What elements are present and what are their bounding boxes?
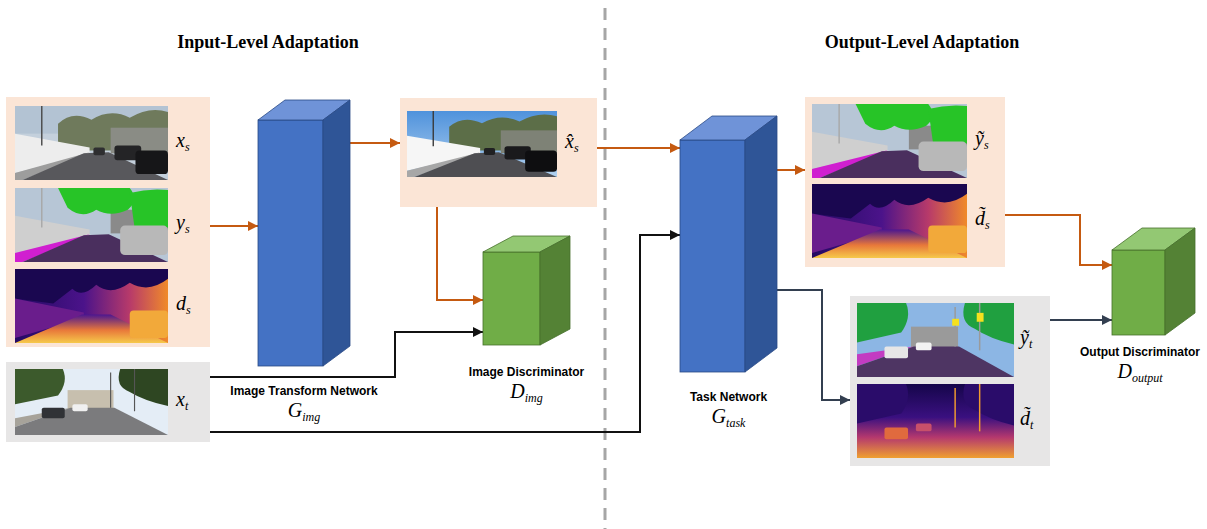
block-symbol: Gimg [230, 399, 377, 428]
image-panel: xt [6, 362, 210, 442]
section-heading: Input-Level Adaptation [177, 32, 359, 53]
section-heading: Output-Level Adaptation [825, 32, 1020, 53]
image-panel: xs ys ds [6, 97, 210, 347]
block-front [258, 120, 323, 366]
block-symbol: Gtask [690, 405, 767, 434]
depth-image [812, 184, 967, 258]
block-symbol: Dimg [469, 380, 584, 409]
flow-arrow [1005, 215, 1112, 265]
image-symbol: xt [176, 388, 188, 417]
flow-arrow [777, 169, 805, 171]
block-side [323, 100, 350, 366]
block-shape [258, 100, 350, 366]
block-front [680, 140, 745, 372]
image-symbol: d̃t [1020, 407, 1033, 436]
image-symbol: ys [176, 211, 190, 240]
block-caption: Image DiscriminatorDimg [469, 365, 584, 409]
block-side [745, 116, 777, 372]
source-image [15, 106, 168, 180]
flow-arrow [350, 142, 400, 144]
image-symbol: xs [176, 129, 190, 158]
block-caption: Image Transform NetworkGimg [230, 384, 377, 428]
network-block: Image DiscriminatorDimg [483, 236, 570, 345]
block-front [1112, 250, 1165, 335]
block-label: Image Discriminator [469, 365, 584, 380]
image-symbol: x̂s [565, 130, 579, 159]
block-shape [483, 236, 570, 345]
panel-ground [805, 97, 1005, 267]
flow-arrow [210, 225, 258, 227]
panel-ground [850, 296, 1050, 466]
block-side [1165, 228, 1195, 335]
transformed-image [407, 111, 557, 177]
segmentation-image [857, 303, 1014, 377]
network-block: Task NetworkGtask [680, 116, 777, 372]
depth-image [857, 384, 1014, 458]
target-image [15, 369, 168, 435]
block-shape [680, 116, 777, 372]
flow-arrow [597, 147, 680, 149]
image-symbol: ds [176, 292, 191, 321]
block-caption: Task NetworkGtask [690, 390, 767, 434]
network-block: Output DiscriminatorDoutput [1112, 228, 1195, 335]
panel-ground [400, 98, 597, 207]
segmentation-image [812, 104, 967, 178]
block-label: Output Discriminator [1080, 345, 1200, 360]
divider-line [604, 8, 607, 529]
flow-arrow [777, 290, 850, 400]
segmentation-image [15, 188, 168, 262]
depth-image [15, 269, 168, 343]
image-panel: ỹt d̃t [850, 296, 1050, 466]
image-symbol: ỹt [1020, 326, 1032, 355]
image-symbol: ỹs [975, 127, 989, 156]
block-caption: Output DiscriminatorDoutput [1080, 345, 1200, 389]
image-symbol: d̃s [975, 207, 990, 236]
block-label: Image Transform Network [230, 384, 377, 399]
panel-ground [6, 362, 210, 442]
image-panel: ỹs d̃s [805, 97, 1005, 267]
block-front [483, 252, 540, 345]
block-side [540, 236, 570, 345]
image-panel: x̂s [400, 98, 597, 207]
block-symbol: Doutput [1080, 360, 1200, 389]
flow-arrow [1050, 319, 1112, 321]
network-block: Image Transform NetworkGimg [258, 100, 350, 366]
block-label: Task Network [690, 390, 767, 405]
panel-ground [6, 97, 210, 347]
block-shape [1112, 228, 1195, 335]
flow-arrow [437, 207, 483, 300]
